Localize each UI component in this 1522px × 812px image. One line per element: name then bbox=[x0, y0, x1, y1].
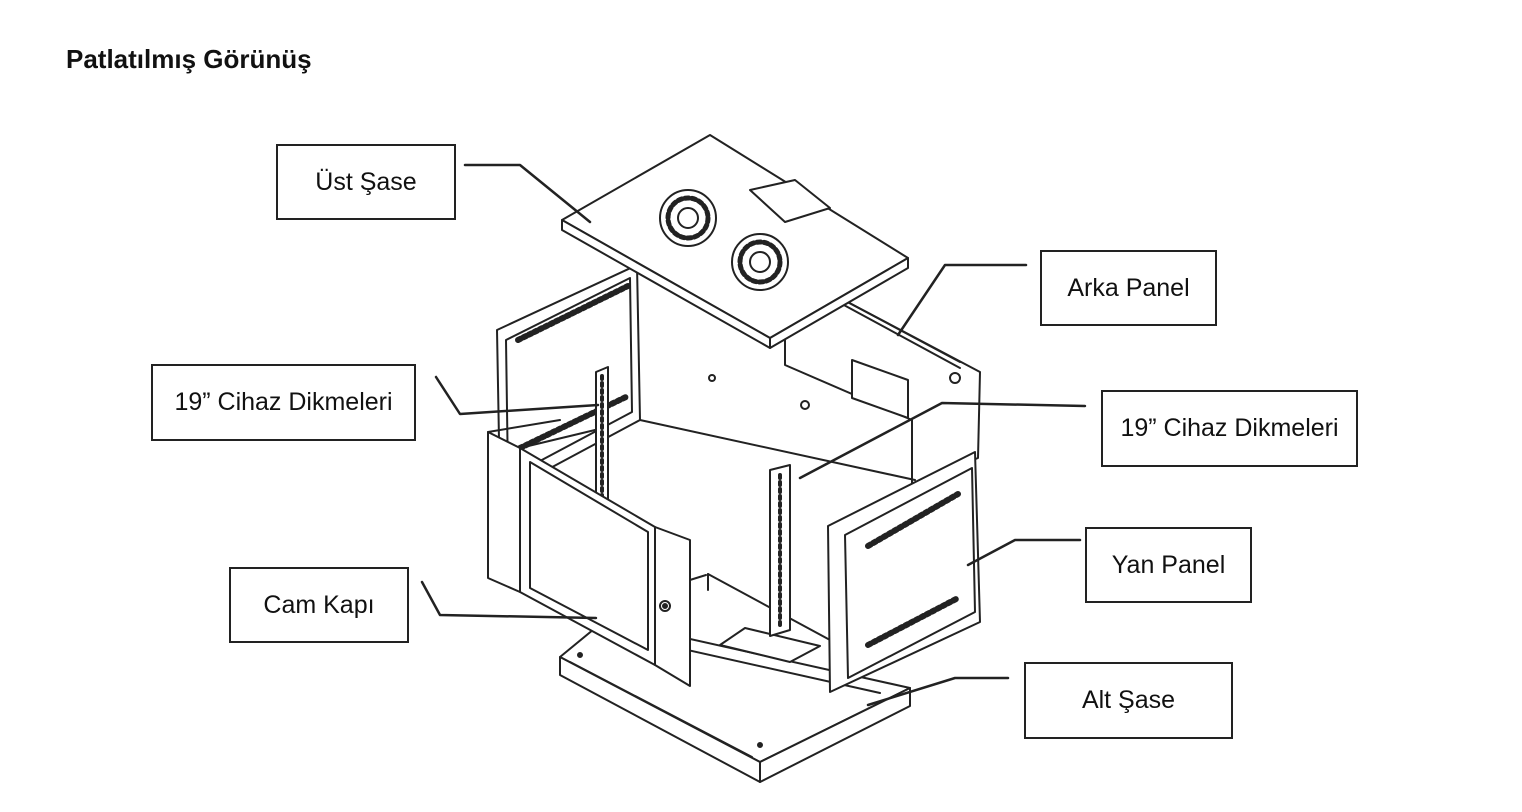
label-cihaz-dikmeleri-left-text: 19” Cihaz Dikmeleri bbox=[174, 388, 393, 416]
rack-rail-right bbox=[769, 464, 791, 637]
label-cihaz-dikmeleri-right: 19” Cihaz Dikmeleri bbox=[1101, 390, 1358, 467]
leader-lines bbox=[420, 163, 1087, 707]
label-ust-sase: Üst Şase bbox=[276, 144, 456, 220]
label-yan-panel-text: Yan Panel bbox=[1111, 550, 1226, 579]
leader-cam-kapi bbox=[420, 580, 598, 620]
glass-door bbox=[487, 419, 691, 687]
leader-arka-panel bbox=[896, 263, 1028, 337]
label-cihaz-dikmeleri-right-text: 19” Cihaz Dikmeleri bbox=[1120, 414, 1339, 442]
page-title: Patlatılmış Görünüş bbox=[66, 44, 312, 74]
label-arka-panel: Arka Panel bbox=[1040, 250, 1217, 326]
label-alt-sase: Alt Şase bbox=[1024, 662, 1233, 739]
leader-alt-sase bbox=[866, 676, 1010, 707]
leader-ust-sase bbox=[463, 163, 592, 224]
label-cam-kapi-text: Cam Kapı bbox=[263, 590, 375, 619]
leader-yan-panel bbox=[966, 538, 1082, 567]
label-arka-panel-text: Arka Panel bbox=[1067, 273, 1190, 302]
label-ust-sase-text: Üst Şase bbox=[315, 167, 417, 196]
label-cihaz-dikmeleri-left: 19” Cihaz Dikmeleri bbox=[151, 364, 416, 441]
side-panel bbox=[827, 451, 981, 693]
leader-cihaz-left bbox=[434, 375, 600, 416]
label-yan-panel: Yan Panel bbox=[1085, 527, 1252, 603]
label-cam-kapi: Cam Kapı bbox=[229, 567, 409, 643]
label-alt-sase-text: Alt Şase bbox=[1081, 686, 1176, 714]
leader-cihaz-right bbox=[798, 401, 1087, 480]
top-chassis bbox=[561, 134, 909, 349]
